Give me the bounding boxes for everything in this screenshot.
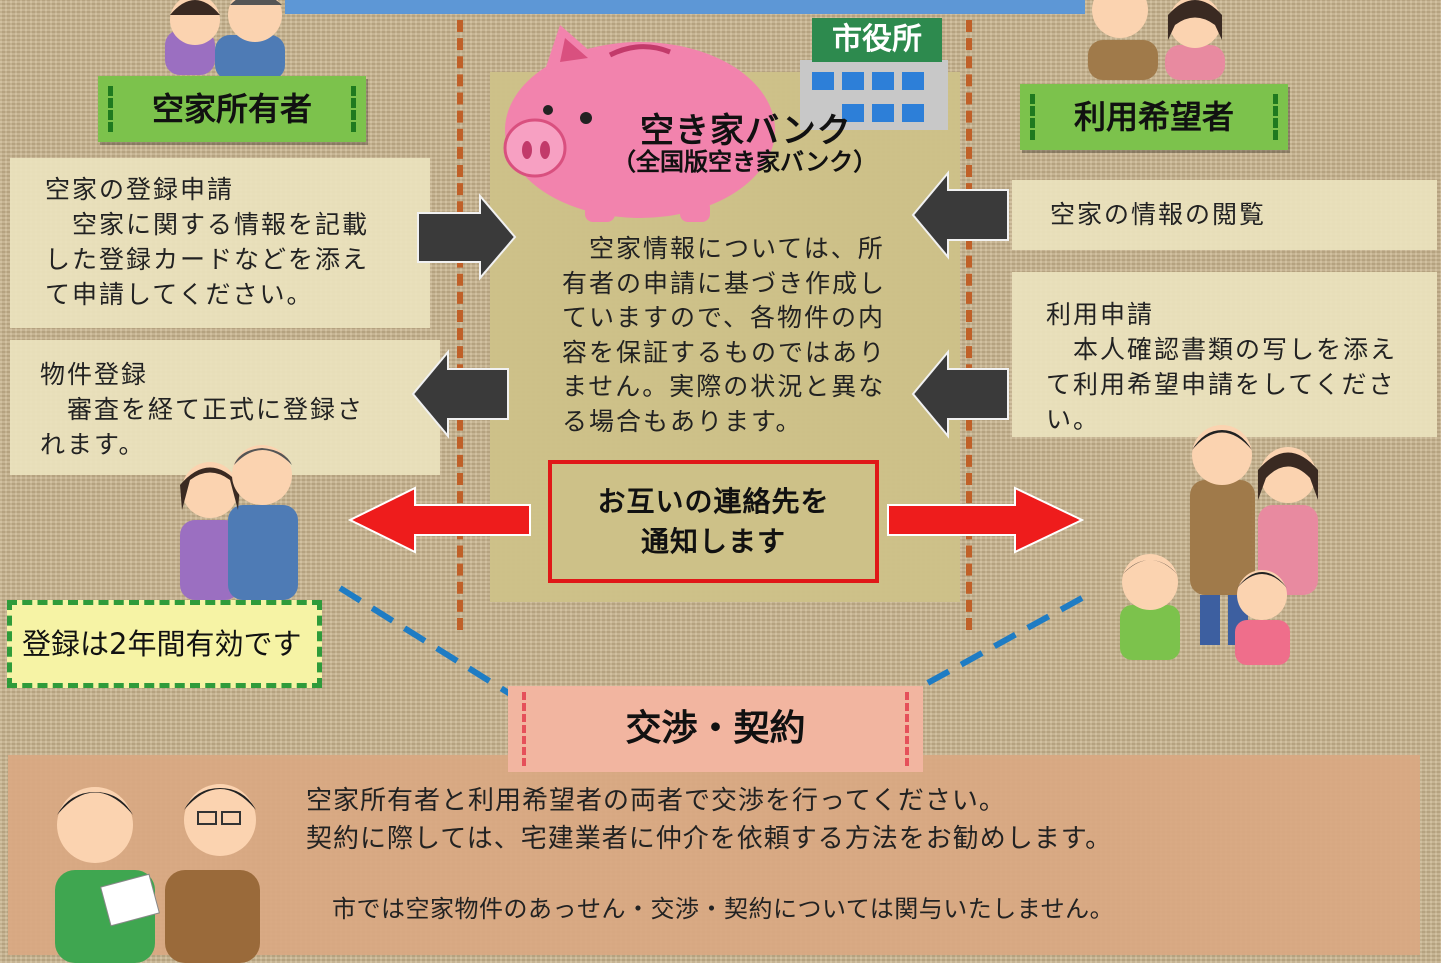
owner-registration-text: 空家の登録申請 空家に関する情報を記載 した登録カードなどを添え て申請してくだ… bbox=[45, 175, 370, 309]
top-banner-strip bbox=[285, 0, 1085, 14]
owner-couple-illustration bbox=[180, 445, 298, 600]
bank-subtitle: （全国版空き家バンク） bbox=[612, 148, 878, 176]
city-hall-building-icon bbox=[800, 60, 948, 130]
negotiation-label: 交渉・契約 bbox=[508, 686, 923, 772]
owner-label: 空家所有者 bbox=[98, 76, 366, 142]
owner-couple-illustration-top bbox=[165, 0, 285, 80]
bank-title: 空き家バンク bbox=[640, 111, 852, 151]
contact-notice-box: お互いの連絡先を 通知します bbox=[548, 460, 879, 583]
user-browse-text: 空家の情報の閲覧 bbox=[1050, 200, 1267, 229]
bank-description: 空家情報については、所 有者の申請に基づき作成し ていますので、各物件の内 容を… bbox=[562, 234, 887, 436]
owner-property-text: 物件登録 審査を経て正式に登録さ れます。 bbox=[40, 360, 365, 459]
arrow-user-to-bank bbox=[911, 349, 1009, 439]
left-divider-line bbox=[457, 20, 463, 630]
user-family-illustration bbox=[1120, 425, 1318, 665]
user-label: 利用希望者 bbox=[1020, 84, 1288, 150]
validity-note: 登録は2年間有効です bbox=[7, 600, 322, 688]
arrow-owner-to-bank bbox=[417, 193, 517, 281]
owner-registration-panel bbox=[10, 158, 430, 328]
city-hall-sign: 市役所 bbox=[812, 18, 942, 62]
owner-property-panel bbox=[10, 340, 440, 475]
user-couple-illustration-top bbox=[1088, 0, 1225, 80]
piggy-bank-icon bbox=[503, 25, 775, 222]
right-divider-line bbox=[966, 20, 972, 630]
dashed-arrow-owner-to-negotiation bbox=[338, 585, 562, 728]
red-arrow-right bbox=[887, 486, 1085, 554]
user-application-text: 利用申請 本人確認書類の写しを添え て利用希望申請をしてくださ い。 bbox=[1046, 300, 1398, 434]
arrow-bank-to-owner bbox=[411, 349, 509, 439]
red-arrow-left bbox=[347, 486, 531, 554]
handshake-people-illustration bbox=[55, 784, 260, 963]
negotiation-disclaimer: 市では空家物件のあっせん・交渉・契約については関与いたしません。 bbox=[332, 895, 1115, 923]
arrow-bank-to-user bbox=[911, 170, 1009, 260]
negotiation-text: 空家所有者と利用希望者の両者で交渉を行ってください。 契約に際しては、宅建業者に… bbox=[306, 786, 1113, 854]
user-browse-panel bbox=[1012, 180, 1437, 250]
user-application-panel bbox=[1012, 272, 1437, 437]
